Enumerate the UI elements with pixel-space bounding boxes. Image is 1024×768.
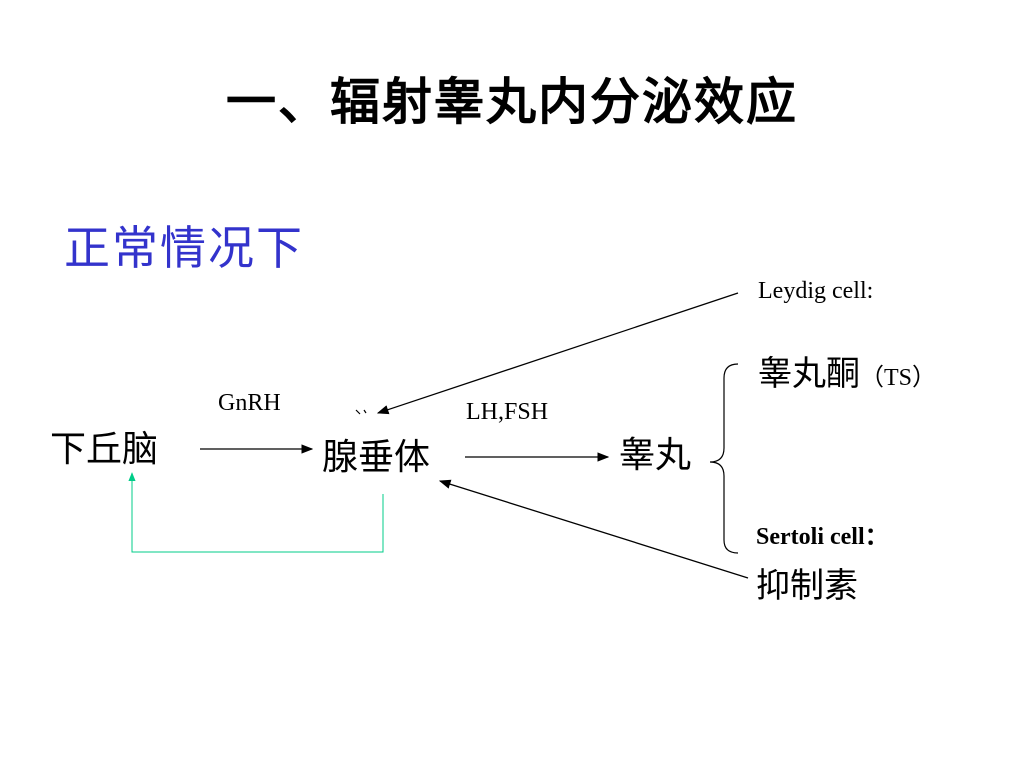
- node-testis: 睾丸: [619, 435, 692, 476]
- slide-title: 一、辐射睾丸内分泌效应: [226, 73, 798, 131]
- leydig-cell-label: Leydig cell:: [758, 278, 874, 304]
- arrow-inhibin-feedback: [438, 479, 749, 579]
- node-hypothalamus: 下丘脑: [50, 429, 159, 470]
- inhibin-label: 抑制素: [756, 566, 858, 606]
- sertoli-cell-label: Sertoli cell：: [756, 524, 889, 550]
- testosterone-abbr: （TS）: [860, 365, 937, 391]
- feedback-tick-marks: [355, 409, 367, 415]
- testis-brace: [709, 363, 739, 554]
- arrow-leydig-feedback: [376, 292, 739, 415]
- leydig-product: 睾丸酮（TS）: [758, 346, 936, 395]
- section-subtitle: 正常情况下: [64, 221, 304, 275]
- label-lh-fsh: LH,FSH: [466, 399, 549, 425]
- node-pituitary: 腺垂体: [322, 437, 431, 478]
- testosterone-label: 睾丸酮: [758, 354, 860, 394]
- feedback-loop-line: [128, 472, 384, 553]
- label-gnrh: GnRH: [218, 390, 281, 416]
